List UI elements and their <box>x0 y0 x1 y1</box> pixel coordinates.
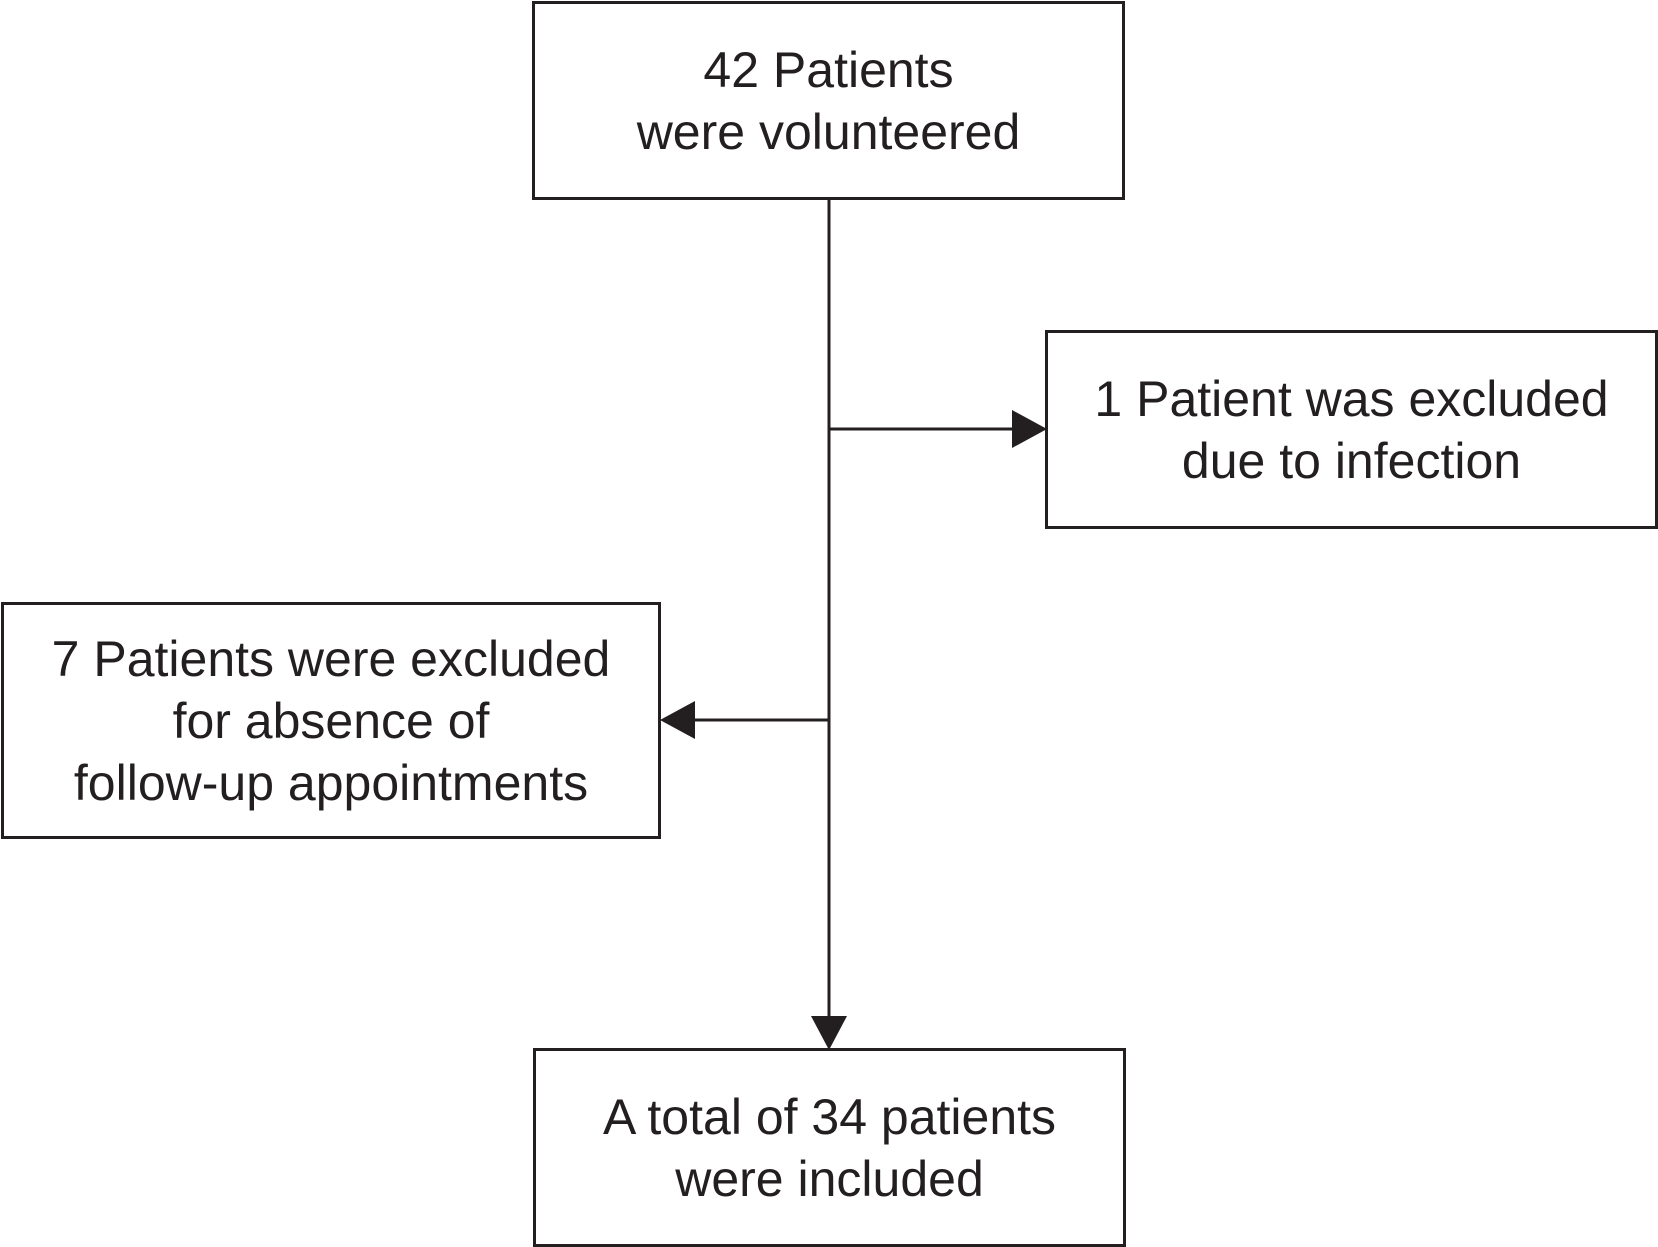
infection-exclusion-line-1: 1 Patient was excluded <box>1094 370 1609 427</box>
followup-exclusion-line-1: 7 Patients were excluded <box>51 630 611 687</box>
start-box-line-2: were volunteered <box>636 103 1021 160</box>
start-box-line-1: 42 Patients <box>703 41 954 98</box>
final-cohort-box: A total of 34 patients were included <box>533 1048 1126 1247</box>
arrow-to-final-head <box>811 1016 847 1050</box>
start-box: 42 Patients were volunteered <box>532 1 1125 200</box>
final-cohort-line-2: were included <box>675 1150 984 1207</box>
followup-exclusion-line-2: for absence of <box>172 692 490 749</box>
final-cohort-line-1: A total of 34 patients <box>602 1088 1057 1145</box>
arrow-to-followup-exclusion-head <box>660 701 695 739</box>
infection-exclusion-line-2: due to infection <box>1181 432 1522 489</box>
infection-exclusion-box: 1 Patient was excluded due to infection <box>1045 330 1658 529</box>
followup-exclusion-line-3: follow-up appointments <box>73 754 589 811</box>
arrow-to-infection-exclusion-head <box>1012 410 1047 448</box>
followup-exclusion-box: 7 Patients were excluded for absence of … <box>1 602 661 839</box>
